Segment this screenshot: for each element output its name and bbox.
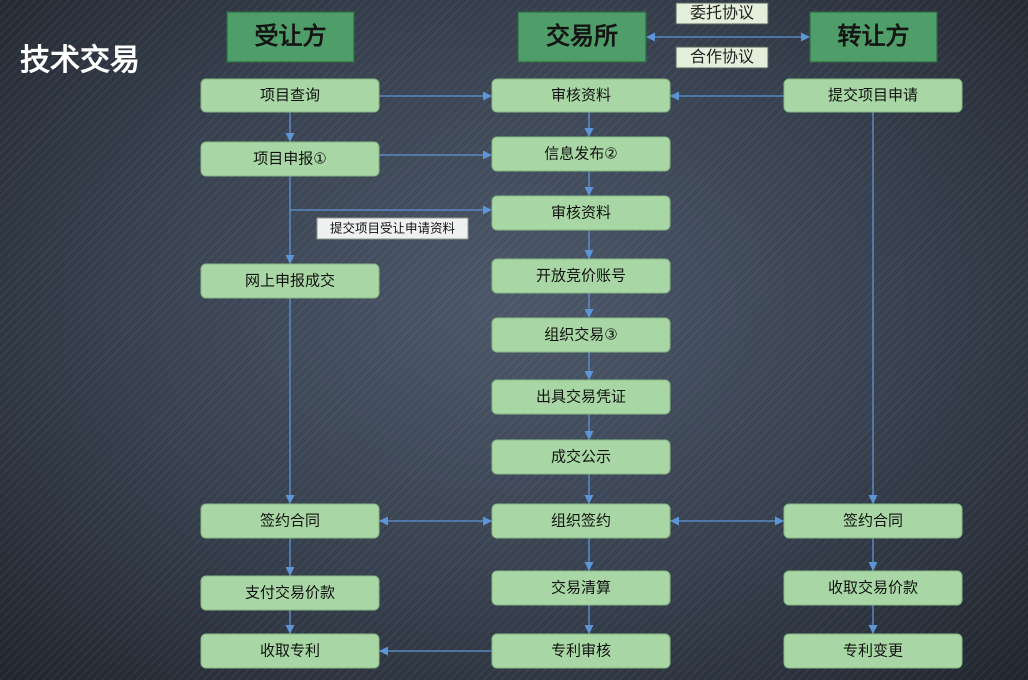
node-label: 项目查询 bbox=[260, 87, 320, 104]
node-label: 专利变更 bbox=[843, 643, 903, 660]
edge-label-text: 提交项目受让申请资料 bbox=[330, 221, 456, 236]
node-box bbox=[783, 503, 963, 539]
lane-header-label: 转让方 bbox=[838, 22, 910, 50]
lane-header-label: 交易所 bbox=[546, 22, 618, 50]
node-label: 组织签约 bbox=[551, 513, 611, 530]
node-seller-patent-change: 专利变更 bbox=[783, 633, 963, 669]
node-box bbox=[491, 570, 671, 606]
node-seller-submit: 提交项目申请 bbox=[783, 78, 963, 113]
node-box bbox=[200, 503, 380, 539]
node-buyer-receive-patent: 收取专利 bbox=[200, 633, 380, 669]
node-label: 组织交易③ bbox=[544, 326, 617, 344]
edge-label-submit-materials: 提交项目受让申请资料 bbox=[316, 217, 469, 240]
node-label: 支付交易价款 bbox=[245, 584, 335, 602]
lane-header-exchange: 交易所 bbox=[517, 11, 647, 63]
lane-header-box bbox=[809, 11, 938, 63]
node-box bbox=[491, 136, 671, 172]
node-buyer-pay: 支付交易价款 bbox=[200, 575, 380, 611]
node-exchange-open-bidding: 开放竞价账号 bbox=[491, 258, 671, 294]
node-box bbox=[200, 575, 380, 611]
node-exchange-voucher: 出具交易凭证 bbox=[491, 379, 671, 415]
node-label: 网上申报成交 bbox=[245, 272, 335, 290]
node-label: 审核资料 bbox=[551, 87, 611, 104]
node-box bbox=[491, 78, 671, 113]
node-exchange-publish: 信息发布② bbox=[491, 136, 671, 172]
node-label: 审核资料 bbox=[551, 205, 611, 222]
page-title: 技术交易 bbox=[20, 43, 140, 77]
node-label: 提交项目申请 bbox=[828, 86, 918, 104]
node-label: 收取专利 bbox=[260, 643, 320, 660]
node-box bbox=[783, 570, 963, 606]
lane-header-box bbox=[517, 11, 647, 63]
node-box bbox=[491, 379, 671, 415]
node-box bbox=[491, 503, 671, 539]
node-box bbox=[783, 78, 963, 113]
node-label: 签约合同 bbox=[843, 513, 903, 530]
lane-header-label: 受让方 bbox=[255, 22, 327, 50]
node-box bbox=[200, 633, 380, 669]
node-buyer-query: 项目查询 bbox=[200, 78, 380, 113]
node-box bbox=[491, 633, 671, 669]
node-label: 出具交易凭证 bbox=[536, 388, 626, 406]
node-exchange-organize-trade: 组织交易③ bbox=[491, 317, 671, 353]
node-exchange-review-1: 审核资料 bbox=[491, 78, 671, 113]
node-seller-contract: 签约合同 bbox=[783, 503, 963, 539]
node-label: 项目申报① bbox=[253, 151, 326, 168]
lane-header-buyer: 受让方 bbox=[226, 11, 355, 63]
node-box bbox=[200, 78, 380, 113]
node-label: 交易清算 bbox=[551, 579, 611, 597]
node-buyer-online-deal: 网上申报成交 bbox=[200, 263, 380, 299]
node-exchange-organize-signing: 组织签约 bbox=[491, 503, 671, 539]
node-exchange-publicity: 成交公示 bbox=[491, 439, 671, 475]
agreement-label: 委托协议 bbox=[690, 4, 754, 22]
agreement-entrust: 委托协议 bbox=[675, 2, 769, 25]
node-box bbox=[491, 439, 671, 475]
edges bbox=[285, 32, 878, 656]
node-exchange-clearing: 交易清算 bbox=[491, 570, 671, 606]
node-box bbox=[491, 317, 671, 353]
node-label: 成交公示 bbox=[551, 448, 611, 466]
node-label: 信息发布② bbox=[544, 146, 617, 163]
node-box bbox=[783, 633, 963, 669]
agreement-box bbox=[675, 46, 769, 69]
node-box bbox=[491, 195, 671, 231]
node-label: 开放竞价账号 bbox=[536, 267, 626, 285]
node-box bbox=[200, 263, 380, 299]
node-label: 专利审核 bbox=[551, 643, 611, 660]
lane-header-seller: 转让方 bbox=[809, 11, 938, 63]
node-label: 收取交易价款 bbox=[828, 579, 918, 597]
node-seller-receive-payment: 收取交易价款 bbox=[783, 570, 963, 606]
node-buyer-contract: 签约合同 bbox=[200, 503, 380, 539]
edge-label-box bbox=[316, 217, 469, 240]
node-box bbox=[491, 258, 671, 294]
node-label: 签约合同 bbox=[260, 513, 320, 530]
node-box bbox=[200, 141, 380, 177]
agreement-box bbox=[675, 2, 769, 25]
agreement-label: 合作协议 bbox=[690, 48, 754, 66]
node-buyer-apply: 项目申报① bbox=[200, 141, 380, 177]
node-exchange-patent-review: 专利审核 bbox=[491, 633, 671, 669]
agreement-cooperation: 合作协议 bbox=[675, 46, 769, 69]
node-exchange-review-2: 审核资料 bbox=[491, 195, 671, 231]
lane-header-box bbox=[226, 11, 355, 63]
